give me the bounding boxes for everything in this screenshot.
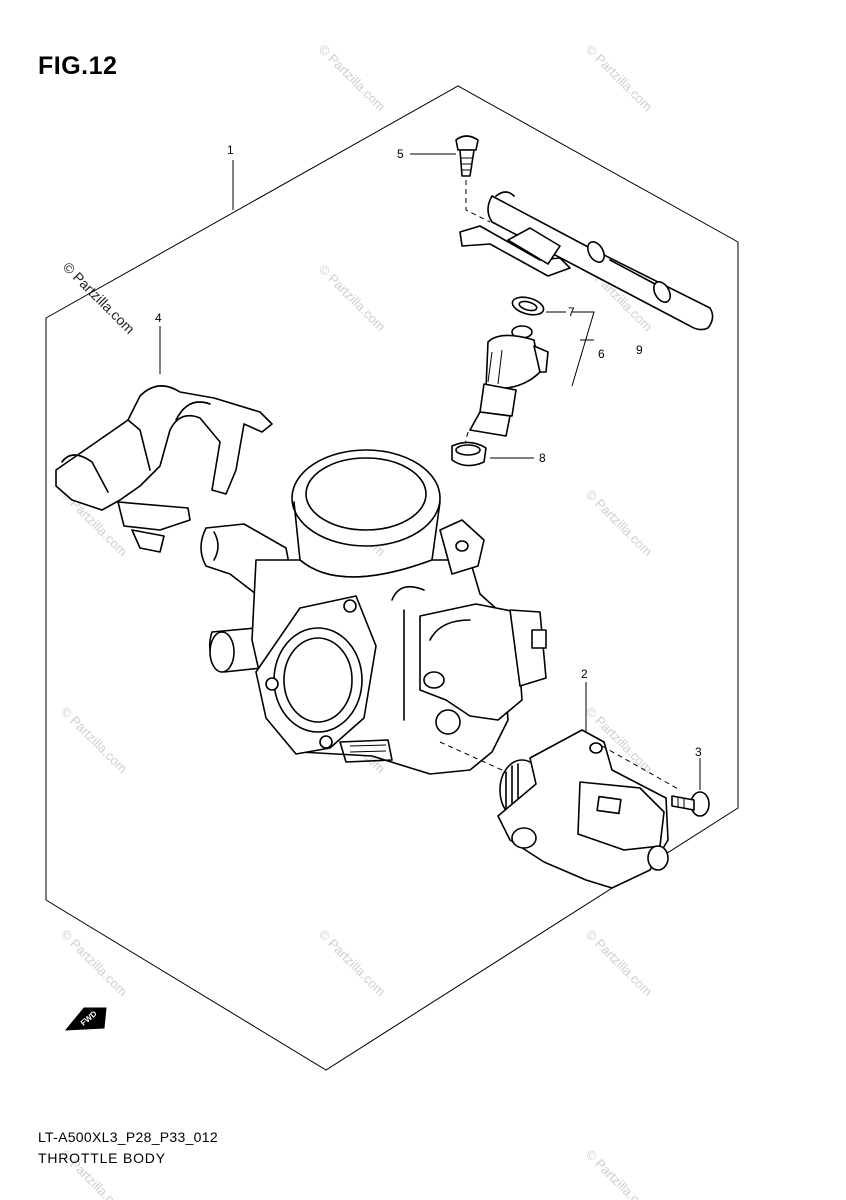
watermark: © Partzilla.com <box>316 262 389 335</box>
callout-4: 4 <box>155 311 162 325</box>
bolt-5 <box>455 135 479 177</box>
watermark: © Partzilla.com <box>583 927 656 1000</box>
watermark: © Partzilla.com <box>583 1147 656 1200</box>
cable-bracket <box>55 385 273 553</box>
callout-3: 3 <box>695 745 702 759</box>
assembly-boundary <box>45 85 739 1071</box>
fwd-arrow-icon: FWD <box>64 1007 107 1031</box>
watermark: © Partzilla.com <box>60 259 138 337</box>
callout-9: 9 <box>636 343 643 357</box>
screw-3 <box>671 791 710 817</box>
watermark: © Partzilla.com <box>58 927 131 1000</box>
guide-3 <box>601 745 681 791</box>
fuel-delivery-pipe <box>459 191 714 331</box>
throttle-body <box>200 449 547 775</box>
watermark: © Partzilla.com <box>583 42 656 115</box>
guide-2 <box>439 741 503 771</box>
fuel-injector <box>469 325 549 437</box>
watermark: © Partzilla.com <box>316 42 389 115</box>
watermark: © Partzilla.com <box>583 487 656 560</box>
leader-6-bracket <box>571 311 595 387</box>
watermark: © Partzilla.com <box>316 927 389 1000</box>
assembly-name: THROTTLE BODY <box>38 1150 166 1166</box>
watermark: © Partzilla.com <box>58 704 131 777</box>
callout-2: 2 <box>581 667 588 681</box>
isc-valve <box>497 729 669 889</box>
guide-5 <box>465 180 491 223</box>
callout-8: 8 <box>539 451 546 465</box>
o-ring-7 <box>511 296 545 316</box>
model-code: LT-A500XL3_P28_P33_012 <box>38 1129 218 1145</box>
callout-5: 5 <box>397 147 404 161</box>
figure-title: FIG.12 <box>38 52 118 80</box>
callout-6: 6 <box>598 347 605 361</box>
callout-1: 1 <box>227 143 234 157</box>
callout-7: 7 <box>568 305 575 319</box>
seal-8 <box>451 441 487 467</box>
